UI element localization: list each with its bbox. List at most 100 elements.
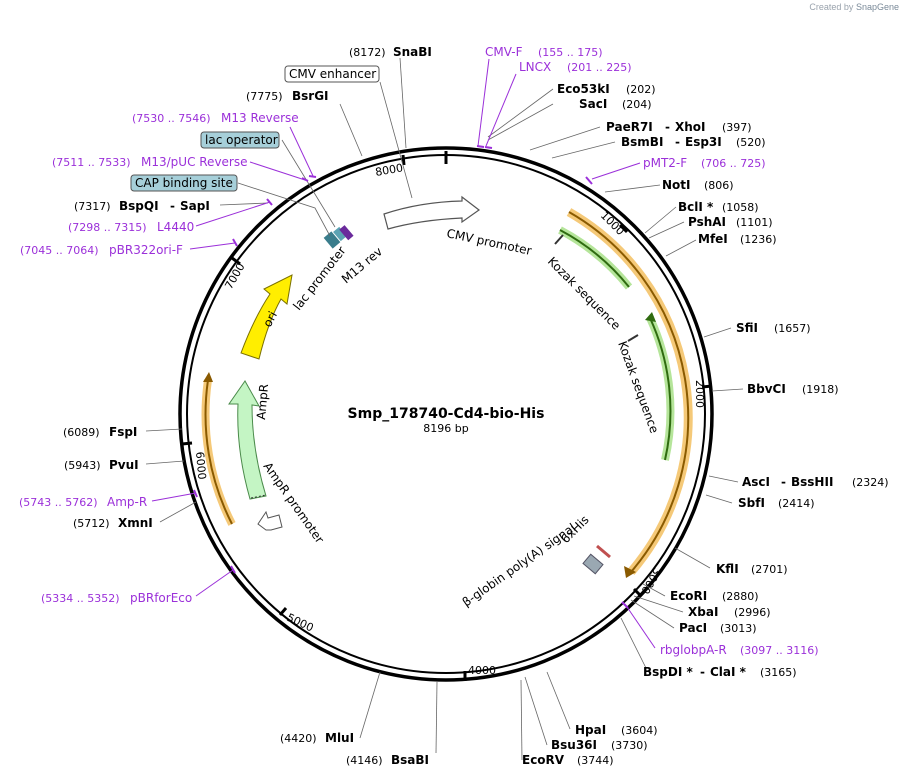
enzyme-name-bsabi: BsaBI (391, 753, 429, 767)
backbone-outer (178, 146, 714, 682)
enzyme-pos-paci: (3013) (720, 622, 757, 635)
primer-name-pmt2f: pMT2-F (643, 156, 687, 170)
kozak-mark-1 (554, 234, 564, 245)
enzyme-pos-bbvci: (1918) (802, 383, 839, 396)
his-tag-mark (596, 544, 611, 559)
enzyme-pos-mfei: (1236) (740, 233, 777, 246)
leader-bspdi (620, 617, 647, 669)
leader-xbai (633, 595, 684, 613)
kozak-arrowhead-2 (645, 312, 656, 322)
ampr-promoter-label: AmpR promoter (261, 460, 327, 546)
ampr-arrow (228, 380, 267, 500)
leader-bsrgi (339, 103, 363, 157)
primer-range-lncx: (201 .. 225) (567, 61, 632, 74)
primer-name-pbr322orif: pBR322ori-F (109, 243, 183, 257)
enzyme-pos-noti: (806) (704, 179, 734, 192)
enzyme-name2-bsmbi: Esp3I (685, 135, 722, 149)
primer-name-pbrforeco: pBRforEco (130, 591, 192, 605)
lac-operator-box (200, 131, 280, 149)
primer-bar-m13rev (308, 175, 317, 178)
leader-ecorv (520, 679, 523, 761)
tick-8000 (401, 154, 406, 166)
enzyme-pos-bspqi: (7317) (74, 200, 111, 213)
kozak-green-arc-1-line (559, 229, 630, 288)
enzyme-pos-bsabi: (4146) (346, 754, 383, 767)
ampr-label: AmpR (254, 383, 271, 420)
enzyme-pos-hpai: (3604) (621, 724, 658, 737)
leader-sfii (703, 327, 732, 338)
enzyme-pos-kfli: (2701) (751, 563, 788, 576)
tick-1000 (618, 223, 629, 234)
enzyme-name-paer7i: PaeR7I (606, 120, 653, 134)
leader-bsabi (435, 681, 438, 754)
cmv-promoter-label: CMV promoter (445, 226, 533, 258)
leader-sbfi (705, 494, 733, 504)
cap-site-box (130, 174, 238, 192)
primer-name-l4440: L4440 (157, 220, 194, 234)
primer-bar-rbglobpar (621, 601, 629, 609)
kozak-mark-2 (627, 334, 639, 342)
leader-lines (145, 57, 744, 761)
primer-bar-lncx (484, 146, 493, 149)
tick-5000 (278, 607, 288, 616)
enzyme-name-bsu36i: Bsu36I (551, 738, 597, 752)
enzyme-sep-bsmbi: - (675, 135, 680, 149)
enzyme-pos-bsmbi: (520) (736, 136, 766, 149)
kozak-label-2: Kozak sequence (615, 339, 661, 435)
cap-site-label: CAP binding site (135, 176, 233, 190)
enzyme-name2-bspdi: ClaI * (710, 665, 747, 679)
plasmid-length: 8196 bp (423, 422, 468, 435)
enzyme-name-xmni: XmnI (118, 516, 153, 530)
primer-range-m13rev: (7530 .. 7546) (132, 112, 211, 125)
tick-label-4000: 4000 (468, 664, 496, 677)
leader-kfli (674, 547, 711, 569)
primer-range-ampr: (5743 .. 5762) (19, 496, 98, 509)
enzyme-pos-sbfi: (2414) (778, 497, 815, 510)
leader-eco53ki (487, 88, 554, 138)
enzyme-name-bbvci: BbvCI (747, 382, 786, 396)
lac-operator-label: lac operator (205, 133, 278, 147)
enzyme-pos-xmni: (5712) (73, 517, 110, 530)
enzyme-pos-paer7i: (397) (722, 121, 752, 134)
enzyme-pos-bsrgi: (7775) (246, 90, 283, 103)
enzyme-name-mlui: MluI (325, 731, 354, 745)
enzyme-pos-snabi: (8172) (349, 46, 386, 59)
primer-name-lncx: LNCX (519, 60, 551, 74)
primer-leader-l4440 (195, 201, 271, 227)
m13-rev-block (339, 225, 354, 241)
primer-labels: CMV-F (155 .. 175) LNCX (201 .. 225) pMT… (19, 45, 819, 657)
primer-range-pbr322orif: (7045 .. 7064) (20, 244, 99, 257)
ampr-promoter-arrow (257, 510, 283, 531)
tick-7000 (231, 256, 241, 266)
enzyme-pos-bcli: (1058) (722, 201, 759, 214)
enzyme-name-ecorv: EcoRV (522, 753, 565, 767)
enzyme-name-kfli: KflI (716, 562, 739, 576)
primer-leader-m13rev (289, 126, 314, 177)
primer-range-m13puc: (7511 .. 7533) (52, 156, 131, 169)
leader-bsu36i (524, 676, 548, 746)
leader-lac-operator (281, 139, 336, 228)
leader-fspi (145, 428, 183, 432)
enzyme-name-hpai: HpaI (575, 723, 606, 737)
primer-leader-m13puc (249, 161, 306, 181)
leader-cap-site (237, 182, 331, 237)
leader-cmv-enhancer (379, 81, 413, 199)
primer-bar-pbr322orif (232, 238, 238, 247)
enzyme-name-mfei: MfeI (698, 232, 728, 246)
primer-name-cmvf: CMV-F (485, 45, 523, 59)
primer-bar-l4440 (266, 198, 273, 206)
tick-label-2000: 2000 (693, 380, 706, 408)
enzyme-name-fspi: FspI (109, 425, 137, 439)
enzyme-name-sfii: SfiI (736, 321, 758, 335)
leader-paci (630, 599, 675, 629)
primer-bar-pbrforeco (230, 565, 236, 574)
leader-saci (487, 103, 554, 141)
primer-range-pbrforeco: (5334 .. 5352) (41, 592, 120, 605)
enzyme-name-noti: NotI (662, 178, 691, 192)
polya-label: β-globin poly(A) signal (460, 521, 579, 610)
enzyme-pos-ecori: (2880) (722, 590, 759, 603)
polya-block (582, 553, 604, 575)
enzyme-pos-bspdi: (3165) (760, 666, 797, 679)
kozak-green-arc-2-line (649, 317, 672, 461)
